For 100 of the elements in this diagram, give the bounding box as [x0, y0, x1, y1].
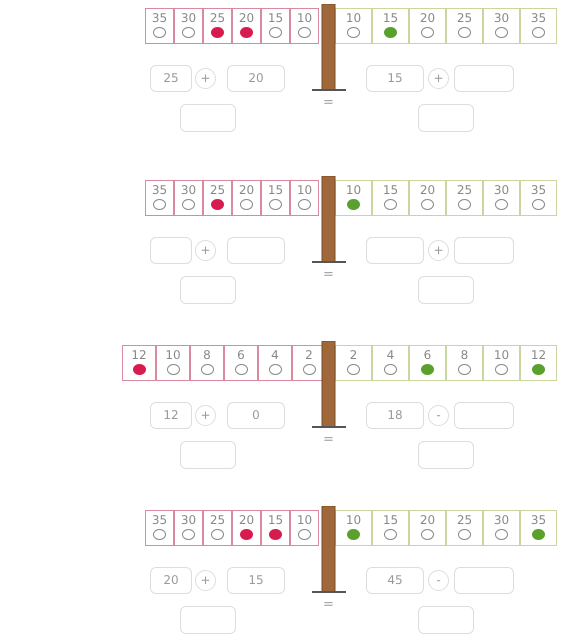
number: 4: [386, 348, 396, 362]
answer-box: [454, 567, 514, 594]
number-cell: [409, 510, 446, 546]
number: 35: [530, 513, 548, 527]
filled-counter: [347, 199, 360, 210]
operator-circle: -: [428, 405, 449, 426]
empty-circle: [298, 529, 311, 540]
number-cell: [145, 510, 174, 546]
number: 10: [164, 348, 182, 362]
number: 25: [208, 183, 226, 197]
operator-circle: +: [195, 405, 216, 426]
filled-counter: [132, 364, 146, 375]
number-cell: [261, 510, 290, 546]
empty-circle: [384, 364, 397, 375]
empty-circle: [269, 199, 282, 210]
number: 30: [492, 183, 510, 197]
number-cell: [203, 180, 232, 216]
empty-circle: [269, 27, 282, 38]
number-cell: [258, 345, 292, 381]
number: 20: [238, 11, 256, 25]
number-cell: [446, 510, 483, 546]
number: 20: [238, 183, 256, 197]
number: 35: [150, 183, 168, 197]
number: 30: [180, 183, 198, 197]
number-cell: [174, 180, 203, 216]
filled-counter: [240, 529, 253, 540]
empty-circle: [153, 27, 166, 38]
answer-box: 15: [366, 65, 424, 92]
number: 20: [238, 513, 256, 527]
empty-circle: [182, 27, 195, 38]
empty-circle: [298, 199, 311, 210]
number: 35: [530, 11, 548, 25]
number-cell: [372, 510, 409, 546]
empty-circle: [458, 364, 471, 375]
equals-sign: =: [323, 432, 334, 447]
empty-circle: [211, 529, 224, 540]
number: 30: [180, 11, 198, 25]
empty-circle: [153, 529, 166, 540]
number: 25: [456, 11, 474, 25]
number-cell: [232, 180, 261, 216]
empty-circle: [347, 364, 360, 375]
answer-box: 45: [366, 567, 424, 594]
operator-circle: +: [195, 68, 216, 89]
number-cell: [520, 8, 557, 44]
number-cell: [520, 345, 557, 381]
filled-counter: [269, 529, 282, 540]
answer-box: [418, 104, 474, 132]
number-cell: [145, 180, 174, 216]
number-cell: [290, 510, 319, 546]
number: 2: [348, 348, 358, 362]
number-cell: [224, 345, 258, 381]
number: 15: [266, 11, 284, 25]
filled-counter: [421, 364, 434, 375]
empty-circle: [458, 27, 471, 38]
number-cell: [174, 8, 203, 44]
equals-sign: =: [323, 267, 334, 282]
number: 25: [456, 513, 474, 527]
empty-circle: [153, 199, 166, 210]
empty-circle: [268, 364, 282, 375]
number-cell: [372, 345, 409, 381]
empty-circle: [495, 27, 508, 38]
number-cell: [409, 8, 446, 44]
empty-circle: [421, 529, 434, 540]
number-cell: [446, 8, 483, 44]
number: 35: [150, 11, 168, 25]
number: 2: [304, 348, 314, 362]
empty-circle: [384, 199, 397, 210]
number-cell: [335, 510, 372, 546]
answer-box: [454, 402, 514, 429]
number: 15: [382, 183, 400, 197]
empty-circle: [166, 364, 180, 375]
number: 20: [418, 183, 436, 197]
answer-box: [180, 104, 236, 132]
answer-box: 18: [366, 402, 424, 429]
number-cell: [335, 8, 372, 44]
number: 8: [202, 348, 212, 362]
answer-box: [180, 606, 236, 634]
answer-box: [418, 276, 474, 304]
answer-box: [150, 237, 192, 264]
number: 4: [270, 348, 280, 362]
number-cell: [261, 8, 290, 44]
answer-box: 20: [150, 567, 192, 594]
number: 10: [344, 11, 362, 25]
filled-counter: [532, 529, 545, 540]
number: 10: [296, 513, 314, 527]
filled-counter: [211, 199, 224, 210]
operator-circle: +: [428, 240, 449, 261]
number-cell: [290, 8, 319, 44]
answer-box: 25: [150, 65, 192, 92]
answer-box: [180, 276, 236, 304]
number-cell: [483, 180, 520, 216]
answer-box: 20: [227, 65, 285, 92]
answer-box: [227, 237, 285, 264]
empty-circle: [200, 364, 214, 375]
empty-circle: [532, 27, 545, 38]
number: 35: [530, 183, 548, 197]
answer-box: [454, 65, 514, 92]
number-cell: [446, 345, 483, 381]
empty-circle: [421, 27, 434, 38]
answer-box: [180, 441, 236, 469]
